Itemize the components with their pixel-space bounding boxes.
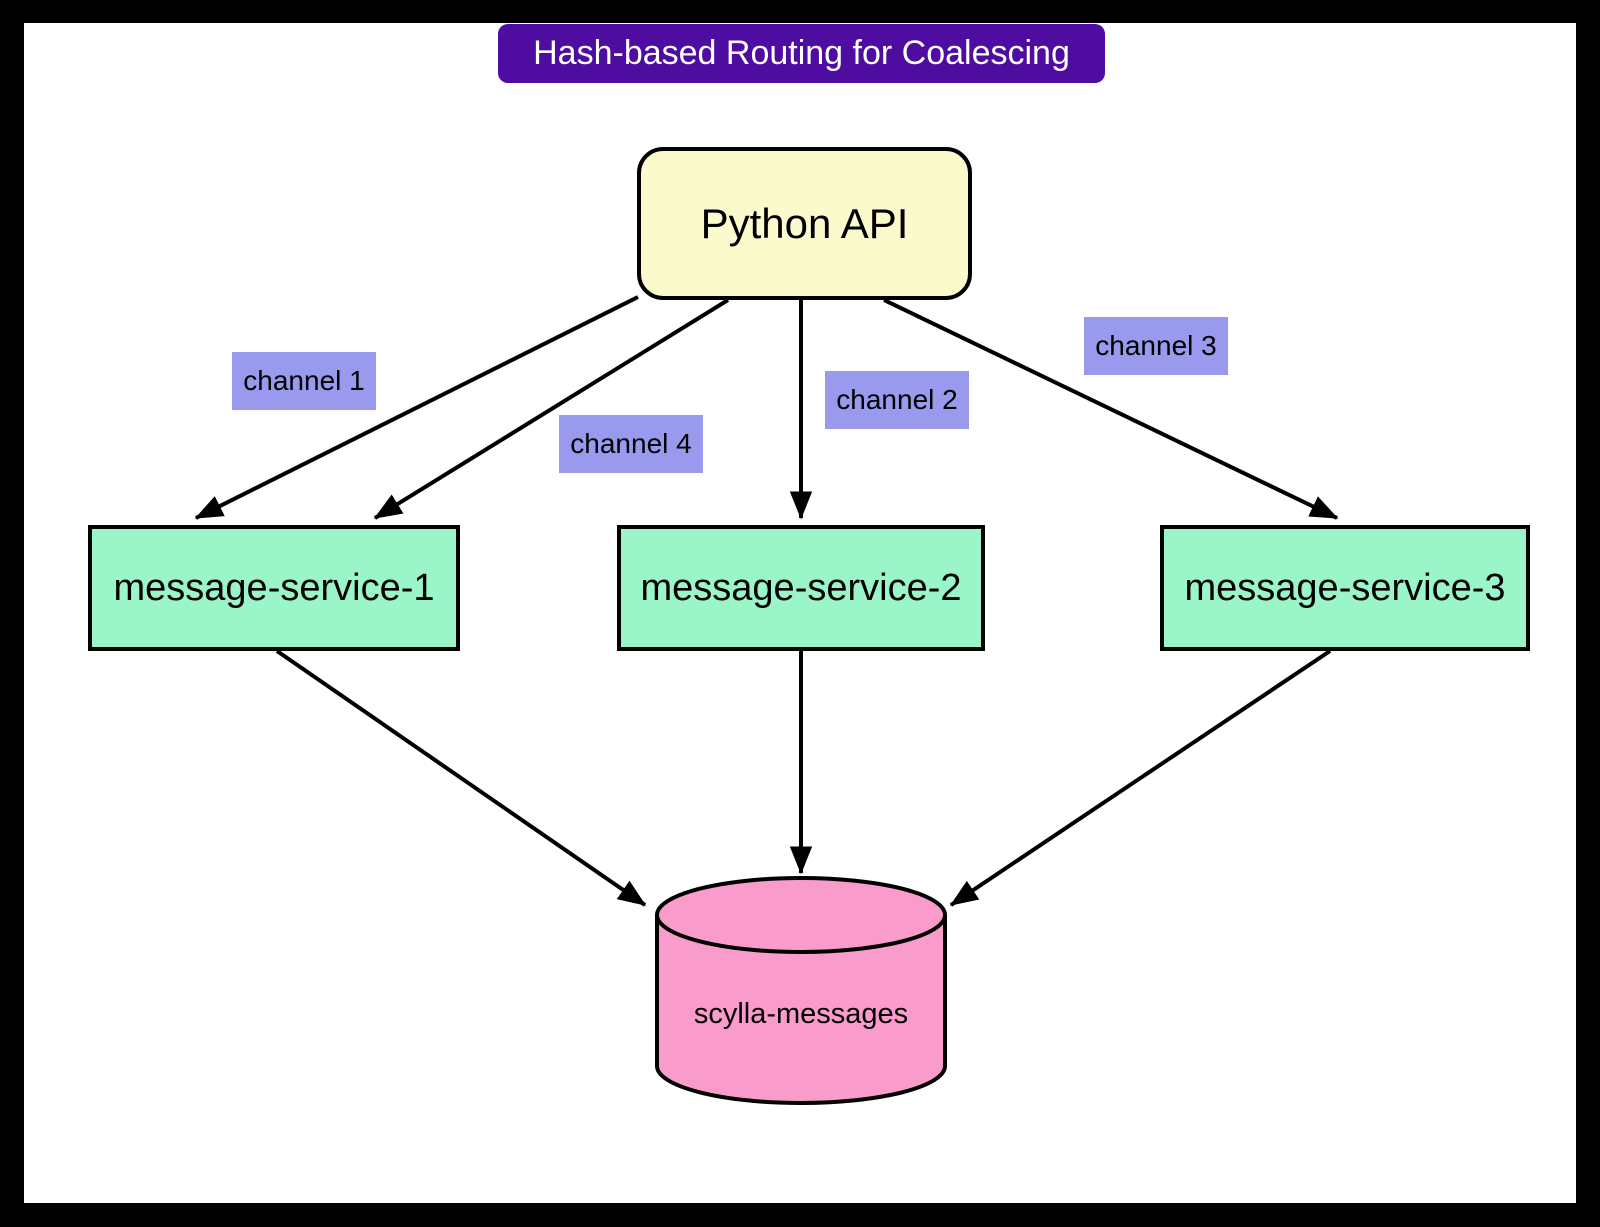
python-api-label: Python API <box>700 199 909 247</box>
channel-2-label: channel 2 <box>825 371 969 429</box>
database-cylinder-top <box>655 876 947 954</box>
edge-api-to-service1-channel1 <box>194 295 639 520</box>
message-service-1-node: message-service-1 <box>88 525 460 651</box>
channel-3-label: channel 3 <box>1084 317 1228 375</box>
channel-4-label: channel 4 <box>559 415 703 473</box>
channel-1-label: channel 1 <box>232 352 376 410</box>
database-cylinder-body <box>655 915 947 1105</box>
message-service-3-node: message-service-3 <box>1160 525 1530 651</box>
message-service-3-label: message-service-3 <box>1184 566 1506 609</box>
python-api-node: Python API <box>637 147 972 300</box>
diagram-canvas: Hash-based Routing for Coalescing Python… <box>24 23 1576 1203</box>
message-service-2-node: message-service-2 <box>617 525 985 651</box>
edge-service3-to-database <box>949 649 1332 907</box>
diagram-title: Hash-based Routing for Coalescing <box>498 24 1105 83</box>
database-label: scylla-messages <box>693 998 909 1030</box>
message-service-1-label: message-service-1 <box>113 566 435 609</box>
edges-layer <box>194 295 1339 1105</box>
edge-service1-to-database <box>275 649 647 907</box>
message-service-2-label: message-service-2 <box>640 566 962 609</box>
database-cylinder <box>655 876 947 1105</box>
edge-api-to-service3-channel3 <box>883 298 1339 520</box>
edge-api-to-service1-channel4 <box>373 298 730 520</box>
